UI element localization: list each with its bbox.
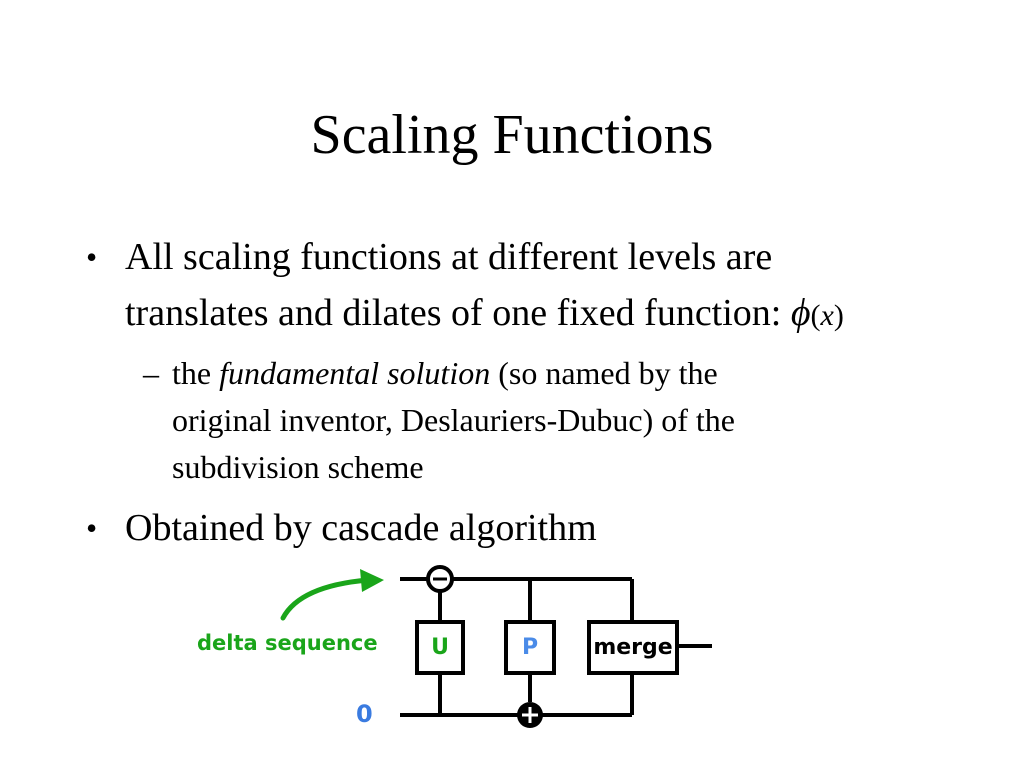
sub-prefix: the	[172, 355, 220, 391]
sub-bullet-text-1: the fundamental solution (so named by th…	[172, 350, 718, 396]
cascade-diagram: delta sequence 0 U P merge	[197, 565, 712, 728]
merge-box	[587, 620, 679, 675]
sub-suffix: (so named by the	[490, 355, 718, 391]
input-arrow-head	[360, 569, 384, 592]
sub-bullet-text-3: subdivision scheme	[172, 449, 424, 485]
zero-label: 0	[356, 700, 373, 728]
sub-bullet-dash: –	[143, 355, 159, 391]
p-box	[504, 620, 556, 675]
bullet-1-line-2: translates and dilates of one fixed func…	[125, 288, 844, 341]
u-label: U	[431, 635, 449, 660]
slide-title: Scaling Functions	[310, 104, 714, 166]
u-box	[415, 620, 465, 675]
delta-sequence-label: delta sequence	[197, 631, 378, 655]
bullet-2-line-1: Obtained by cascade algorithm	[125, 507, 597, 549]
phi-open-paren: (	[810, 299, 821, 332]
bullet-1-line-1: All scaling functions at different level…	[125, 236, 773, 278]
phi-close-paren: )	[833, 299, 844, 332]
sub-bullet-text-2: original inventor, Deslauriers-Dubuc) of…	[172, 402, 735, 438]
bullet-1-line-2-text: translates and dilates of one fixed func…	[125, 292, 782, 334]
phi-symbol: ϕ	[790, 292, 811, 334]
sub-emphasis: fundamental solution	[219, 355, 491, 391]
phi-arg: x	[820, 299, 834, 332]
p-label: P	[522, 635, 538, 660]
bullet-dot: •	[86, 239, 98, 275]
bullet-dot-2: •	[86, 510, 98, 546]
input-arrow	[280, 577, 371, 621]
merge-label: merge	[593, 635, 672, 660]
